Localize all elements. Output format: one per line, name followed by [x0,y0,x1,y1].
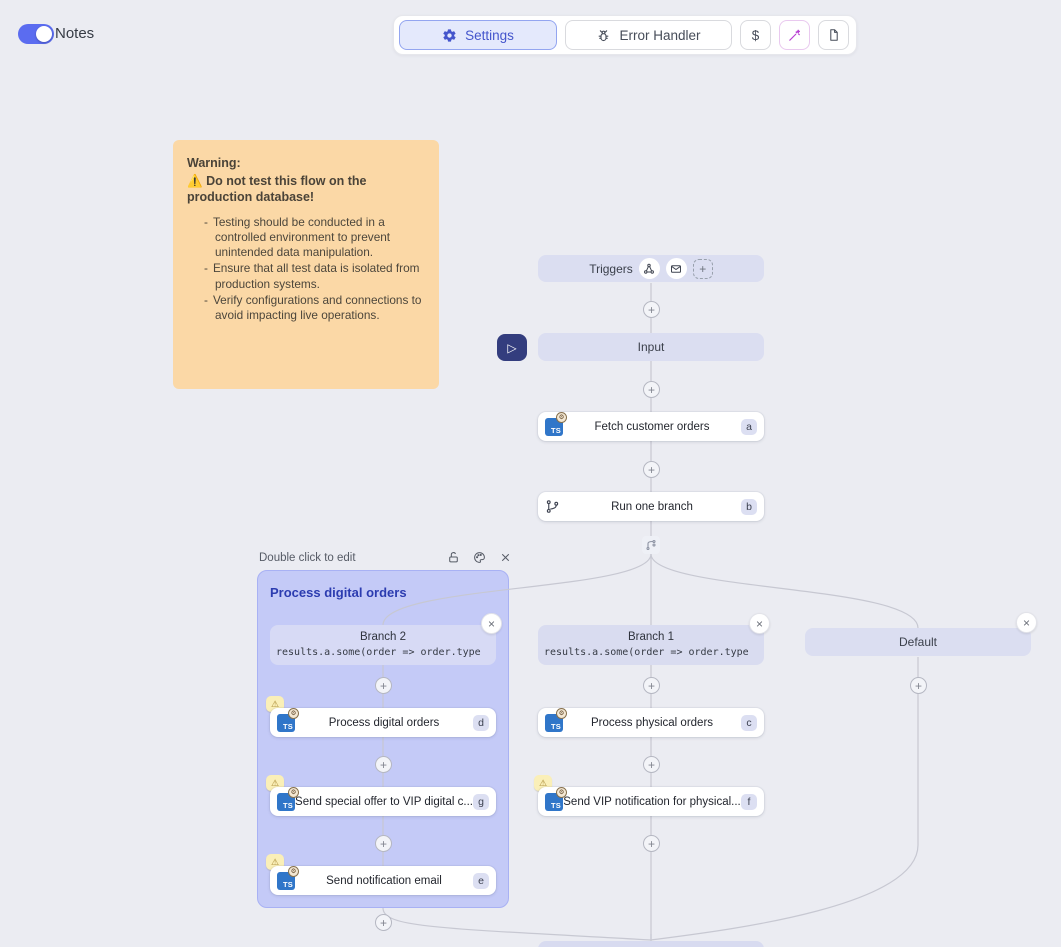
add-node-button[interactable]: + [375,677,392,694]
ts-node-badge-icon: ⚙ [556,786,567,798]
add-node-button[interactable]: + [910,677,927,694]
typescript-node-icon: TS⚙ [277,786,299,811]
settings-button[interactable]: Settings [399,20,557,50]
branch-split-icon [642,536,660,554]
node-send-notification-email[interactable]: TS⚙ Send notification email e [270,865,496,895]
note-bullet: Verify configurations and connections to… [213,293,425,323]
magic-wand-button[interactable] [779,20,810,50]
delete-branch2-button[interactable]: × [481,613,502,634]
branch-condition: results.a.some(order => order.type [276,647,481,658]
branch-label: Branch 2 [359,631,407,644]
error-handler-button[interactable]: Error Handler [565,20,732,50]
triggers-bar[interactable]: Triggers + [538,255,764,282]
notes-toggle[interactable] [18,24,54,44]
notes-label: Notes [55,25,95,42]
ts-node-badge-icon: ⚙ [556,411,567,423]
webhook-trigger-icon[interactable] [638,258,660,279]
settings-label: Settings [465,27,514,43]
play-icon: ▷ [507,340,517,355]
group-title: Process digital orders [270,585,407,600]
typescript-node-icon: TS⚙ [545,411,567,436]
ts-node-badge-icon: ⚙ [288,865,299,877]
ts-node-badge-icon: ⚙ [288,786,299,798]
delete-default-branch-button[interactable]: × [1016,612,1037,633]
node-label: Send notification email [326,874,442,887]
add-node-button[interactable]: + [643,461,660,478]
close-group-icon[interactable] [499,551,512,564]
add-trigger-button[interactable]: + [692,258,713,279]
dollar-button[interactable]: $ [740,20,771,50]
email-trigger-icon[interactable] [665,258,687,279]
sticky-note[interactable]: Warning: ⚠️ Do not test this flow on the… [173,140,439,389]
document-icon [827,28,841,42]
node-process-digital-orders[interactable]: TS⚙ Process digital orders d [270,707,496,737]
top-toolbar: Settings Error Handler $ [393,15,857,55]
ts-node-badge-icon: ⚙ [288,707,299,719]
merge-node[interactable] [538,941,764,947]
node-key-badge: c [741,714,757,731]
node-label: Send VIP notification for physical... [563,795,741,808]
note-bullet: Testing should be conducted in a control… [213,215,425,260]
branch2-header[interactable]: Branch 2 results.a.some(order => order.t… [270,625,496,665]
node-key-badge: e [473,872,489,889]
add-node-button[interactable]: + [375,756,392,773]
branch-label: Default [898,635,938,649]
add-node-button[interactable]: + [643,301,660,318]
node-run-one-branch[interactable]: Run one branch b [538,492,764,521]
typescript-node-icon: TS⚙ [545,707,567,732]
node-send-vip-notification[interactable]: TS⚙ Send VIP notification for physical..… [538,786,764,816]
node-label: Send special offer to VIP digital c... [295,795,473,808]
bug-icon [596,28,611,43]
add-node-button[interactable]: + [643,677,660,694]
note-bullet-list: Testing should be conducted in a control… [187,215,425,323]
palette-icon[interactable] [473,551,486,564]
typescript-node-icon: TS⚙ [277,707,299,732]
ts-node-badge-icon: ⚙ [556,707,567,719]
magic-wand-icon [787,28,802,43]
branch-label: Branch 1 [627,631,675,644]
node-label: Run one branch [611,500,693,513]
typescript-node-icon: TS⚙ [277,865,299,890]
node-key-badge: b [741,498,757,515]
branch-condition: results.a.some(order => order.type [544,647,749,658]
add-node-button[interactable]: + [643,381,660,398]
add-node-button[interactable]: + [375,835,392,852]
input-label: Input [637,340,665,354]
node-label: Process digital orders [328,716,440,729]
node-key-badge: d [473,714,489,731]
note-title: Warning: [187,156,241,170]
triggers-label: Triggers [589,261,633,276]
add-node-button[interactable]: + [375,914,392,931]
node-send-special-offer[interactable]: TS⚙ Send special offer to VIP digital c.… [270,786,496,816]
branch1-header[interactable]: Branch 1 results.a.some(order => order.t… [538,625,764,665]
warning-emoji: ⚠️ [187,173,203,188]
branch-group-container[interactable] [257,570,509,908]
dollar-label: $ [751,27,760,43]
typescript-node-icon: TS⚙ [545,786,567,811]
group-edit-hint: Double click to edit [259,552,356,564]
node-key-badge: a [741,418,757,435]
document-button[interactable] [818,20,849,50]
git-branch-icon [545,499,563,514]
run-flow-button[interactable]: ▷ [497,334,527,361]
add-node-button[interactable]: + [643,756,660,773]
node-key-badge: f [741,793,757,810]
error-handler-label: Error Handler [619,27,701,43]
note-alert: ⚠️ Do not test this flow on the producti… [187,173,367,204]
toggle-knob [36,26,52,42]
gear-icon [442,28,457,43]
note-bullet: Ensure that all test data is isolated fr… [213,261,425,291]
node-label: Fetch customer orders [594,420,710,433]
node-fetch-customer-orders[interactable]: TS⚙ Fetch customer orders a [538,411,764,441]
input-node[interactable]: Input [538,333,764,361]
node-label: Process physical orders [590,716,714,729]
node-process-physical-orders[interactable]: TS⚙ Process physical orders c [538,707,764,737]
delete-branch1-button[interactable]: × [749,613,770,634]
node-key-badge: g [473,793,489,810]
default-branch-header[interactable]: Default [805,628,1031,656]
add-node-button[interactable]: + [643,835,660,852]
unlock-icon[interactable] [447,551,460,564]
